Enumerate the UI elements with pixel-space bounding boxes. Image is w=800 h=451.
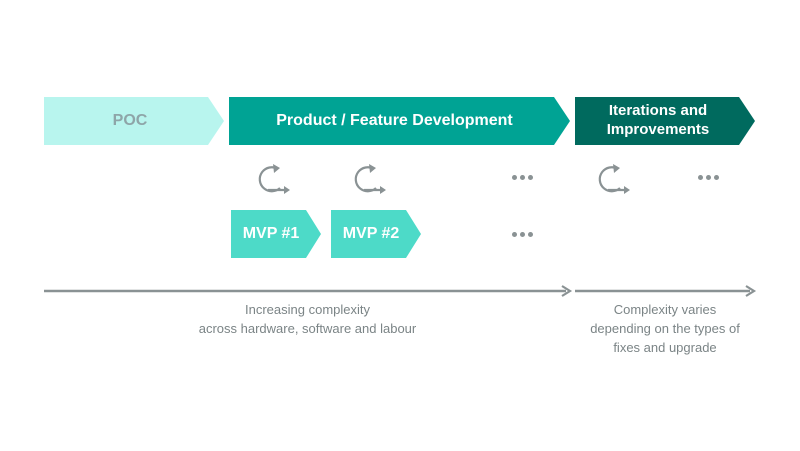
mvp-2-stage: MVP #2 bbox=[331, 210, 421, 258]
left-caption: Increasing complexity across hardware, s… bbox=[180, 300, 435, 338]
cycle-arrow-icon bbox=[258, 164, 290, 194]
development-stage-label: Product / Feature Development bbox=[276, 112, 513, 129]
cycle-arrow-icon bbox=[598, 164, 630, 194]
poc-stage-label: POC bbox=[112, 112, 148, 129]
arrow-right-icon bbox=[561, 285, 573, 297]
cycle-arrow-icon bbox=[354, 164, 386, 194]
left-caption-line1: Increasing complexity bbox=[245, 302, 370, 317]
poc-stage: POC bbox=[44, 97, 224, 145]
iterations-stage: Iterations and Improvements bbox=[575, 97, 755, 145]
iterations-stage-label-line1: Iterations and bbox=[608, 102, 708, 120]
right-caption: Complexity varies depending on the types… bbox=[575, 300, 755, 357]
development-stage: Product / Feature Development bbox=[229, 97, 570, 145]
right-caption-line2: depending on the types of bbox=[590, 321, 740, 336]
ellipsis-icon bbox=[512, 175, 533, 180]
ellipsis-icon bbox=[698, 175, 719, 180]
ellipsis-icon bbox=[512, 232, 533, 237]
iterations-stage-label-line2: Improvements bbox=[606, 121, 710, 138]
left-caption-line2: across hardware, software and labour bbox=[198, 321, 417, 336]
arrow-right-icon bbox=[745, 285, 757, 297]
mvp-1-stage: MVP #1 bbox=[231, 210, 321, 258]
right-caption-line3: fixes and upgrade bbox=[613, 340, 717, 355]
right-caption-line1: Complexity varies bbox=[613, 302, 717, 317]
mvp-2-label: MVP #2 bbox=[342, 225, 400, 242]
mvp-1-label: MVP #1 bbox=[242, 225, 300, 242]
